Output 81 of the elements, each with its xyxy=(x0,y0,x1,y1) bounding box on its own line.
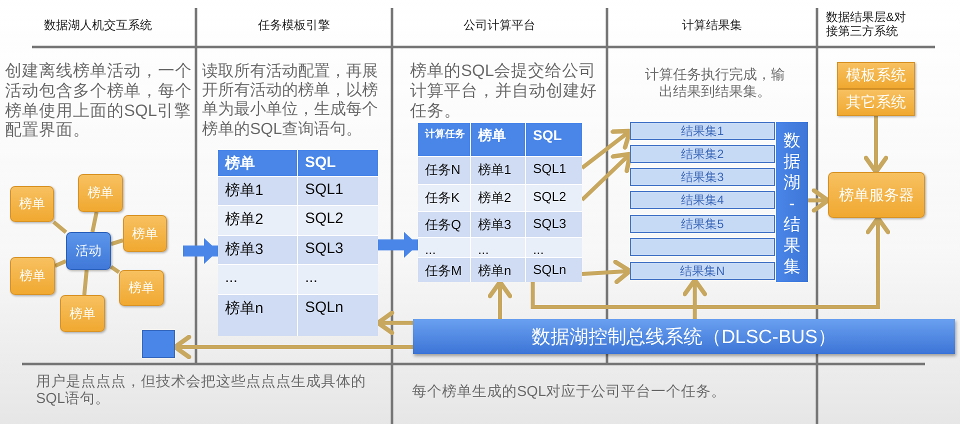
arrow xyxy=(582,260,632,284)
table-cell: SQL1 xyxy=(526,157,582,184)
table-cell: ... xyxy=(526,238,582,257)
square-block xyxy=(142,330,175,358)
table-cell: SQL3 xyxy=(298,236,378,264)
list-box: 榜单 xyxy=(60,295,105,332)
block-arrow xyxy=(183,238,218,264)
arrow xyxy=(808,188,830,213)
result-set-box: 结果集5 xyxy=(630,215,775,233)
column-header: 数据湖人机交互系统 xyxy=(43,18,153,32)
bus-bar: 数据湖控制总线系统（DLSC-BUS） xyxy=(413,319,955,354)
table-cell: SQLn xyxy=(298,295,378,336)
table-header-cell: SQL xyxy=(298,150,378,176)
description-text: 创建离线榜单活动，一个活动包含多个榜单，每个榜单使用上面的SQL引擎配置界面。 xyxy=(5,62,193,142)
table-header-cell: 榜单 xyxy=(218,150,297,176)
description-text: 榜单的SQL会提交给公司计算平台，并自动创建好任务。 xyxy=(410,62,598,122)
table-cell: 榜单1 xyxy=(471,157,525,184)
description-text: 计算任务执行完成，输出结果到结果集。 xyxy=(644,66,786,100)
column-header: 数据结果层&对接第三方系统 xyxy=(826,10,908,39)
list-box: 榜单 xyxy=(10,186,54,222)
note-text: 用户是点点点，但技术会把这些点点点生成具体的SQL语句。 xyxy=(36,374,367,409)
table-header-cell: 榜单 xyxy=(471,123,525,156)
list-box: 榜单 xyxy=(78,174,123,212)
arrow xyxy=(530,216,890,309)
table-cell: SQL2 xyxy=(298,206,378,235)
server-box: 榜单服务器 xyxy=(828,172,925,218)
result-set-box: 结果集3 xyxy=(630,168,775,186)
connector-line xyxy=(110,238,124,246)
data-table xyxy=(218,150,378,336)
column-header: 任务模板引擎 xyxy=(257,18,331,32)
connector-line xyxy=(110,265,120,274)
column-header: 公司计算平台 xyxy=(462,18,536,32)
table-cell: 榜单2 xyxy=(218,206,297,235)
arrow xyxy=(864,116,888,174)
connector-line xyxy=(52,220,68,234)
arrow xyxy=(580,128,632,170)
table-cell: 榜单2 xyxy=(471,185,525,211)
table-cell: 任务K xyxy=(418,185,470,211)
table-cell: ... xyxy=(298,265,378,294)
arrow xyxy=(172,334,413,360)
table-cell: 任务Q xyxy=(418,212,470,237)
table-cell: 榜单1 xyxy=(218,177,297,205)
connector-line xyxy=(54,259,67,268)
result-set-box: 结果集2 xyxy=(630,145,775,163)
list-box: 榜单 xyxy=(119,270,164,306)
table-cell: 任务N xyxy=(418,157,470,184)
table-cell: 榜单n xyxy=(218,295,297,336)
connector-line xyxy=(82,270,89,296)
table-header-cell: SQL xyxy=(526,123,582,156)
table-cell: SQL1 xyxy=(298,177,378,205)
empty-result-slot xyxy=(630,238,775,256)
result-set-box: 结果集N xyxy=(630,262,775,280)
block-arrow xyxy=(378,232,418,258)
table-cell: SQL2 xyxy=(526,185,582,211)
table-cell: 榜单3 xyxy=(471,212,525,237)
data-table xyxy=(418,123,582,282)
table-cell: ... xyxy=(218,265,297,294)
table-cell: SQL3 xyxy=(526,212,582,237)
activity-box: 活动 xyxy=(66,232,111,270)
column-header: 计算结果集 xyxy=(681,18,743,32)
list-box: 榜单 xyxy=(123,215,167,252)
note-text: 每个榜单生成的SQL对应于公司平台一个任务。 xyxy=(412,384,728,402)
description-text: 读取所有活动配置，再展开所有活动的榜单，以榜单为最小单位，生成每个榜单的SQL查询语句。 xyxy=(202,62,379,139)
system-box: 模板系统 xyxy=(837,62,915,89)
arrow xyxy=(376,310,413,336)
system-box: 其它系统 xyxy=(837,89,915,116)
result-set-box: 结果集1 xyxy=(630,122,775,140)
arrow xyxy=(580,152,632,202)
result-set-box: 结果集4 xyxy=(630,191,775,209)
table-cell: ... xyxy=(471,238,525,257)
table-cell: 任务M xyxy=(418,258,470,282)
list-box: 榜单 xyxy=(10,257,55,295)
table-cell: SQLn xyxy=(526,258,582,282)
data-lake-bar: 数据湖-结果集 xyxy=(776,122,808,282)
arrow xyxy=(682,278,708,319)
table-cell: 榜单n xyxy=(471,258,525,282)
table-cell: ... xyxy=(418,238,470,257)
table-cell: 榜单3 xyxy=(218,236,297,264)
table-header-cell: 计算任务 xyxy=(418,123,470,156)
connector-line xyxy=(90,212,99,232)
arrow xyxy=(488,280,512,319)
